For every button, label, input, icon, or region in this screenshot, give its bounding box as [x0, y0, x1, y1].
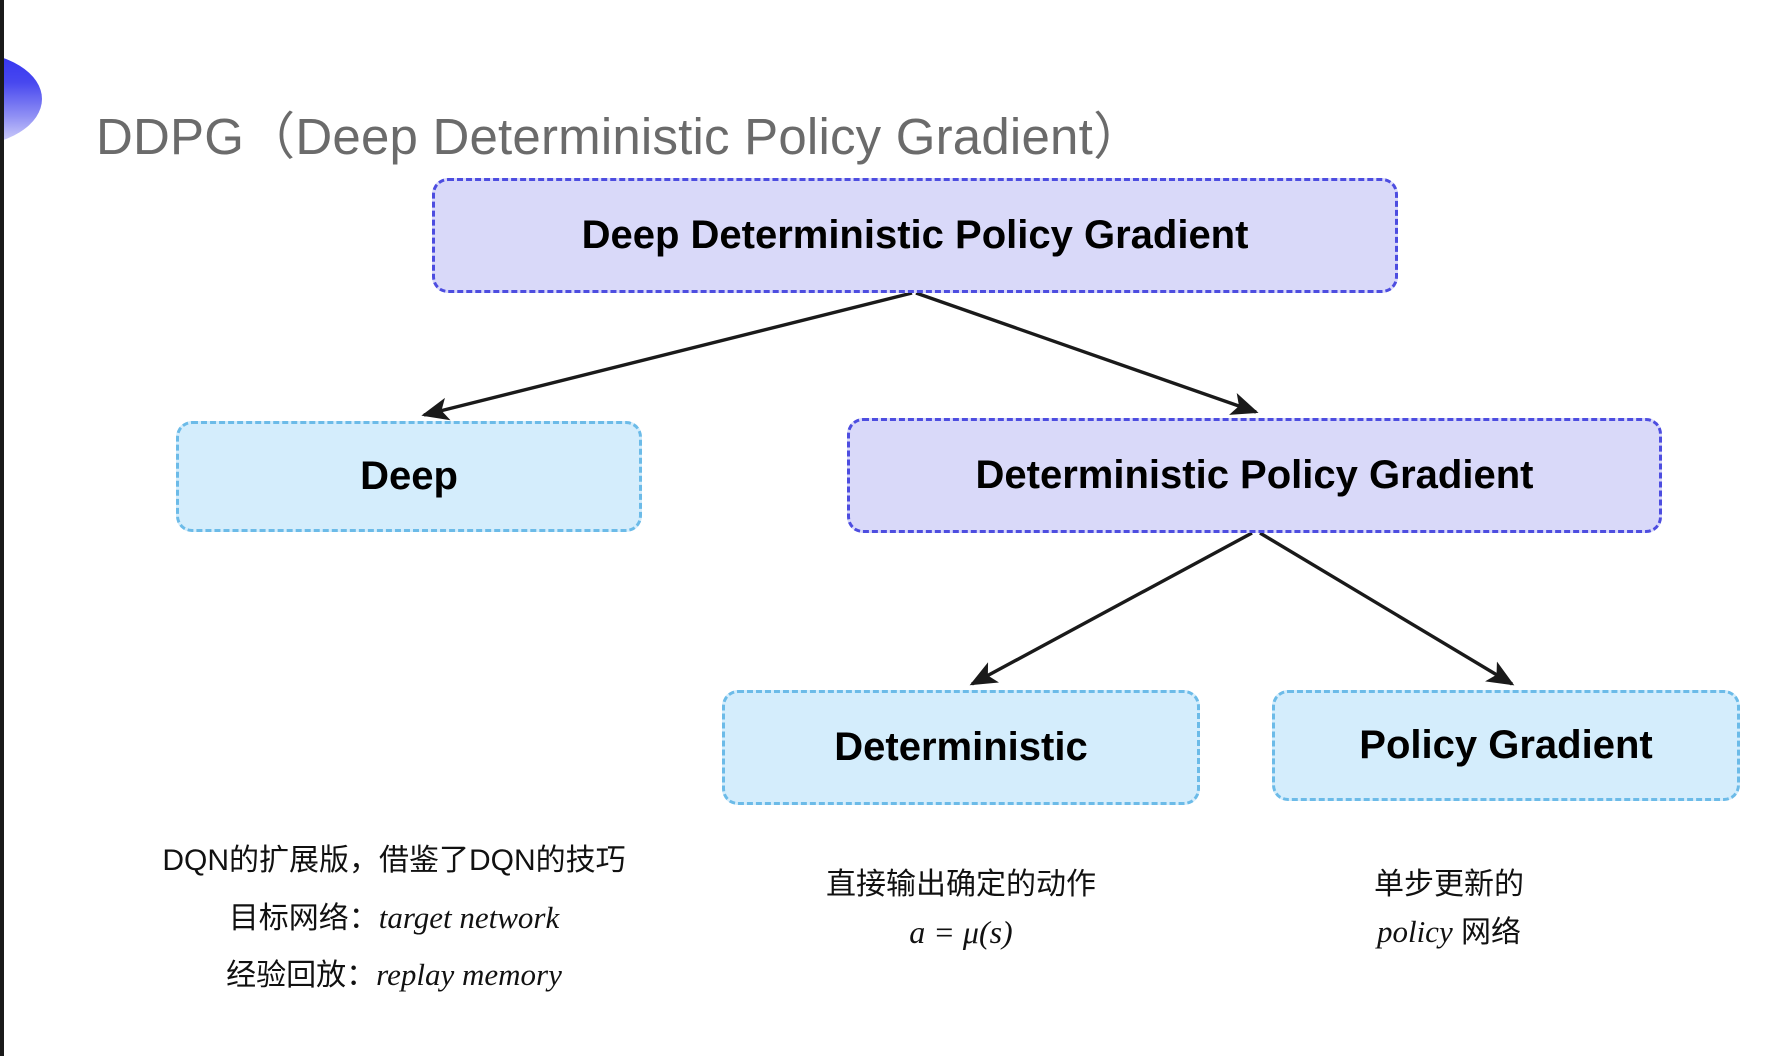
note-policy-gradient-term: policy	[1376, 913, 1453, 949]
note-policy-gradient-line1: 单步更新的	[1374, 868, 1524, 901]
node-deep-deterministic-policy-gradient[interactable]: Deep Deterministic Policy Gradient	[432, 178, 1398, 293]
note-deep-line3: 经验回放：replay memory	[64, 951, 724, 999]
note-deep-line3-term: replay memory	[376, 957, 562, 993]
page-title: DDPG（Deep Deterministic Policy Gradient）	[96, 108, 1145, 166]
node-deterministic[interactable]: Deterministic	[722, 690, 1200, 805]
note-deep: DQN的扩展版，借鉴了DQN的技巧 目标网络：target network 经验…	[64, 838, 724, 1009]
note-policy-gradient-line2: policy 网络	[1249, 908, 1649, 956]
note-deep-line2-term: target network	[378, 899, 560, 935]
note-deep-line2: 目标网络：target network	[64, 894, 724, 942]
node-deep[interactable]: Deep	[176, 421, 642, 532]
note-deterministic: 直接输出确定的动作 a = μ(s)	[721, 862, 1201, 956]
arrow-dpg-to-deterministic	[969, 531, 1253, 686]
note-deterministic-line1: 直接输出确定的动作	[826, 868, 1096, 901]
note-policy-gradient-suffix: 网络	[1452, 915, 1522, 949]
node-policy-gradient[interactable]: Policy Gradient	[1272, 690, 1740, 801]
note-deterministic-formula: a = μ(s)	[909, 913, 1013, 950]
note-deep-line1: DQN的扩展版，借鉴了DQN的技巧	[162, 844, 626, 877]
note-deep-line2-label: 目标网络：	[228, 901, 379, 935]
arrow-dpg-to-policy-gradient	[1259, 531, 1515, 686]
note-policy-gradient: 单步更新的 policy 网络	[1249, 862, 1649, 955]
note-deep-line3-label: 经验回放：	[226, 959, 377, 993]
arrow-root-to-deep	[421, 291, 913, 421]
arrow-root-to-dpg	[915, 291, 1259, 415]
title-decoration-icon	[4, 52, 42, 146]
node-deterministic-policy-gradient[interactable]: Deterministic Policy Gradient	[847, 418, 1662, 533]
